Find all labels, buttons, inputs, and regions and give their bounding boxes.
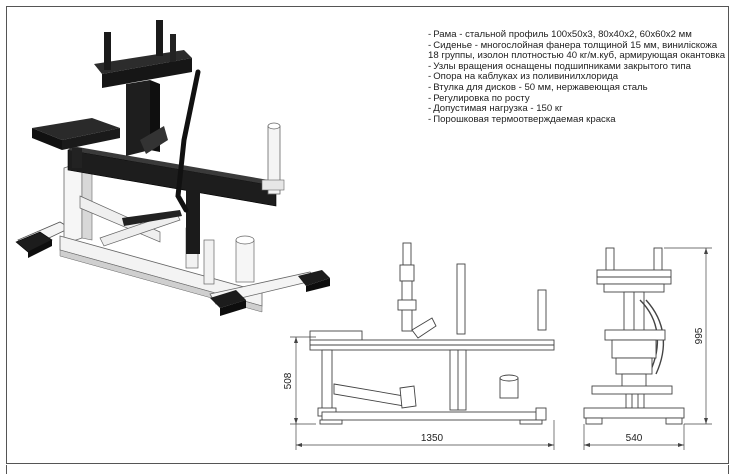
spec-item: -Опора на каблуках из поливинилхлорида (428, 71, 619, 83)
sheet-border-bottom (6, 465, 729, 474)
front-view-drawing (583, 247, 685, 425)
product-render (15, 20, 330, 316)
spec-item: -Порошковая термоотверждаемая краска (428, 113, 616, 125)
dim-front-width: 540 (626, 433, 643, 444)
dim-side-height: 508 (283, 372, 294, 389)
spec-item: -Сиденье - многослойная фанера толщиной … (428, 39, 726, 62)
dim-side-length: 1350 (421, 433, 444, 444)
spec-item: -Допустимая нагрузка - 150 кг (428, 103, 563, 115)
spec-item: -Узлы вращения оснащены подшипниками зак… (428, 60, 691, 72)
spec-item: -Рама - стальной профиль 100х50х3, 80х40… (428, 29, 692, 40)
dim-front-height: 995 (694, 327, 705, 344)
spec-item: -Регулировка по росту (428, 92, 530, 104)
side-view-drawing (309, 242, 555, 425)
spec-list: -Рама - стальной профиль 100х50х3, 80х40… (428, 29, 728, 125)
front-view-dimensions (583, 247, 712, 450)
side-view-dimensions (290, 336, 555, 450)
spec-item: -Втулка для дисков - 50 мм, нержавеющая … (428, 81, 648, 93)
